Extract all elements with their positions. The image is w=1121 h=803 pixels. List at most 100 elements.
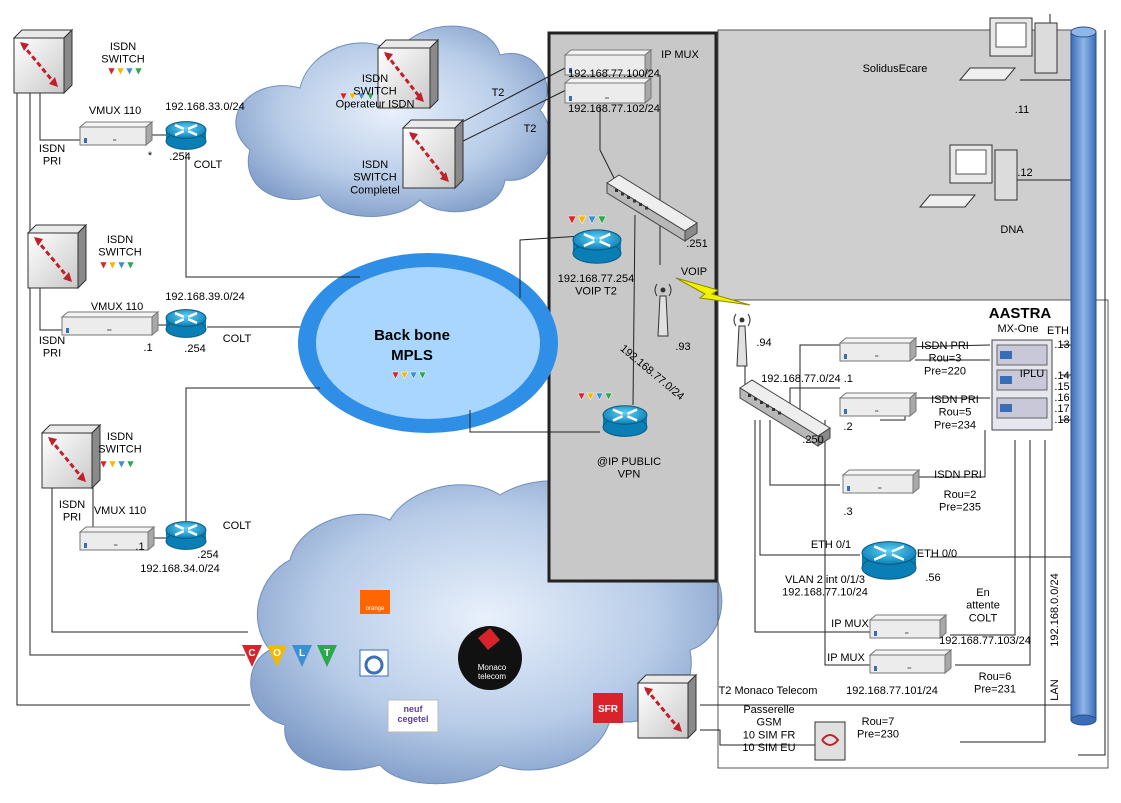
- flags-voip: [567, 215, 607, 225]
- t2-link-1-label: T2: [492, 87, 505, 99]
- ip-mux-103-label: 192.168.77.103/24: [939, 635, 1031, 647]
- router-colt-3: [165, 521, 207, 550]
- isdn-switch-1: [12, 28, 74, 95]
- pc-12-label: .12: [1017, 167, 1032, 179]
- vmux-1-label: VMUX 110: [89, 105, 141, 117]
- antenna-site: [733, 313, 751, 367]
- flags-isdn-3: [99, 460, 135, 469]
- ip-mux-100: [563, 48, 653, 77]
- orange-logo-label: orange: [366, 606, 385, 612]
- network-34-label: 192.168.34.0/24: [140, 563, 220, 575]
- mx-one-label: MX-One: [998, 323, 1039, 335]
- orange-logo: [360, 590, 390, 614]
- colt-1-label: COLT: [194, 159, 223, 171]
- flags-isdn-1: [107, 67, 143, 76]
- router-3-ip-label: .254: [197, 549, 218, 561]
- antenna-94-label: .94: [756, 337, 771, 349]
- t2-link-2-label: T2: [524, 123, 537, 135]
- router-colt-1: [165, 121, 207, 150]
- monaco-telecom-logo: [458, 626, 522, 690]
- dna-label: DNA: [1000, 224, 1024, 236]
- aastra-mx-one: [991, 339, 1053, 431]
- router-2-ip-label: .254: [184, 343, 205, 355]
- flags-isdn-2: [99, 261, 135, 270]
- switch-251-label: .251: [686, 238, 707, 250]
- mux-2-ip-label: .2: [843, 421, 852, 433]
- ip-mux-101-title-label: IP MUX: [827, 652, 865, 664]
- gsm-gateway-router: [814, 721, 846, 761]
- colt-logo-letter: T: [324, 648, 330, 659]
- ip-switch-center: [606, 174, 698, 242]
- gsm-gateway-switch: [636, 673, 698, 740]
- isdn-switch-operateur: [376, 38, 440, 110]
- colt-logo-letter: C: [248, 648, 255, 659]
- mux-3-ip-label: .3: [843, 506, 852, 518]
- pc-soliduscare: [958, 17, 1058, 81]
- colt-2-label: COLT: [223, 333, 252, 345]
- iplu-ip-label: .16: [1054, 392, 1069, 404]
- router-voip-t2: [572, 229, 622, 264]
- pc-dna: [918, 144, 1018, 208]
- switch-250-label: .250: [802, 434, 823, 446]
- aastra-label: AASTRA: [989, 305, 1052, 322]
- lan-pipe: [1070, 26, 1097, 726]
- pc-11-label: .11: [1015, 104, 1029, 116]
- antenna-voip: [654, 283, 672, 337]
- ip-mux-102-label: 192.168.77.102/24: [568, 103, 660, 115]
- ip-mux-100-label: 192.168.77.100/24: [568, 68, 660, 80]
- ip-mux-column: [547, 31, 718, 583]
- ip-mux-101-label: 192.168.77.101/24: [846, 685, 938, 697]
- colt-3-label: COLT: [223, 520, 252, 532]
- sfr-label: SFR: [598, 704, 619, 715]
- mpls-backbone: [298, 253, 558, 433]
- vmux-1-marker-label: *: [148, 150, 153, 162]
- iplu-label: IPLU: [1020, 368, 1045, 380]
- eth-label: ETH: [1047, 325, 1069, 337]
- lan-network-label: 192.168.0.0/24: [1049, 573, 1061, 646]
- flags-operateur: [339, 92, 375, 101]
- t2-monaco-label: T2 Monaco Telecom: [719, 685, 818, 697]
- router-site: [861, 541, 917, 580]
- ip-mux-103: [868, 613, 948, 640]
- wireless-link-bolt: [675, 277, 751, 306]
- vmux-3-ip-label: .1: [135, 541, 144, 553]
- neuf-cegetel-logo: [387, 699, 439, 733]
- vmux-2-label: VMUX 110: [91, 301, 143, 313]
- soliduscare-label: SolidusEcare: [863, 63, 928, 75]
- isdn-switch-2: [26, 223, 88, 290]
- colt-logo-letter: O: [273, 648, 281, 659]
- isdn-switch-completel: [401, 118, 465, 190]
- ip-mux-103-title-label: IP MUX: [831, 618, 869, 630]
- network-33-label: 192.168.33.0/24: [165, 101, 245, 113]
- colt-logo-letter: L: [299, 648, 305, 659]
- eth-13-label: .13: [1054, 339, 1069, 351]
- isdn-pri-site-3-label: ISDN PRI: [934, 469, 982, 481]
- eth-01-label: ETH 0/1: [811, 539, 851, 551]
- router-56-label: .56: [925, 572, 940, 584]
- vmux-3-label: VMUX 110: [94, 505, 146, 517]
- router-ip-public: [602, 405, 648, 437]
- isdn-switch-3: [40, 423, 102, 490]
- ip-mux-101: [868, 648, 953, 675]
- site-zone-panel: [717, 299, 1109, 769]
- eth-00-label: ETH 0/0: [917, 548, 957, 560]
- router-colt-2: [165, 309, 207, 338]
- vmux-110-2: [60, 310, 160, 337]
